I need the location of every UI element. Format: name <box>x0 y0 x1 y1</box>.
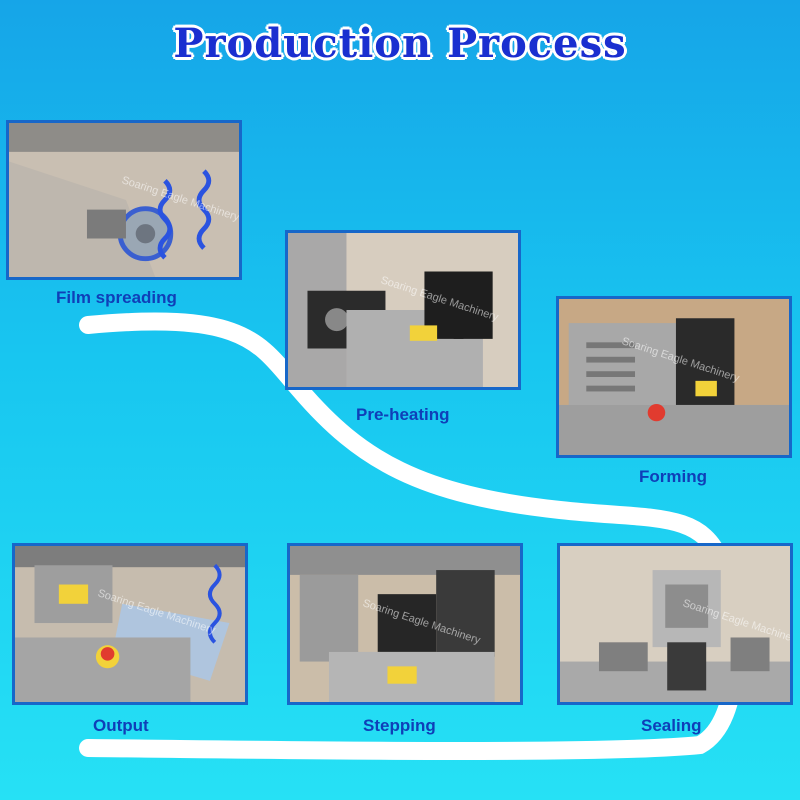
stepping-photo: Soaring Eagle Machinery <box>287 543 523 705</box>
output-photo: Soaring Eagle Machinery <box>12 543 248 705</box>
page-title: Production Process <box>173 20 627 67</box>
sealing-photo: Soaring Eagle Machinery <box>557 543 793 705</box>
pre-heating-photo: Soaring Eagle Machinery <box>285 230 521 390</box>
step-label-pre-heating: Pre-heating <box>356 405 450 424</box>
step-label-film-spreading: Film spreading <box>56 288 177 307</box>
step-label-stepping: Stepping <box>363 716 436 735</box>
step-label-sealing: Sealing <box>641 716 702 735</box>
step-label-output: Output <box>93 716 149 735</box>
step-label-forming: Forming <box>639 467 707 486</box>
forming-photo: Soaring Eagle Machinery <box>556 296 792 458</box>
film-spreading-photo: Soaring Eagle Machinery <box>6 120 242 280</box>
